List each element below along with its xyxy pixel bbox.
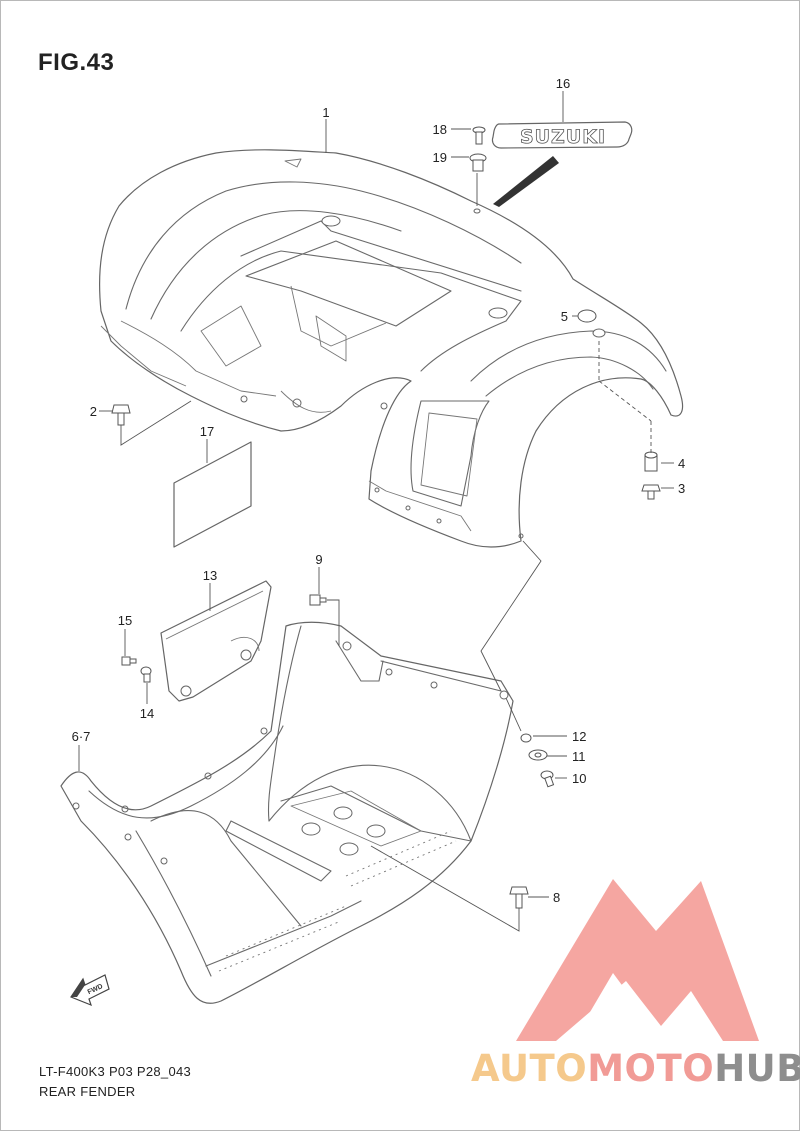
callout-8: 8 xyxy=(553,890,560,905)
callout-5: 5 xyxy=(561,309,568,324)
callout-10: 10 xyxy=(572,771,586,786)
callout-12: 12 xyxy=(572,729,586,744)
emblem-text: SUZUKI xyxy=(520,126,606,148)
figure-title: FIG.43 xyxy=(38,49,115,76)
callout-1: 1 xyxy=(322,105,329,120)
callout-14: 14 xyxy=(140,706,154,721)
rear-fender-body xyxy=(99,149,684,548)
leader-lines xyxy=(78,91,674,932)
callout-2: 2 xyxy=(90,404,97,419)
fwd-arrow-icon: FWD xyxy=(70,974,110,1007)
watermark-hub: HUB xyxy=(714,1047,800,1090)
watermark-text: AUTOMOTOHUB xyxy=(471,1047,800,1090)
callout-9: 9 xyxy=(315,552,322,567)
callout-11: 11 xyxy=(572,749,586,764)
callout-6-7: 6·7 xyxy=(72,729,91,744)
callout-16: 16 xyxy=(556,76,570,91)
callout-17: 17 xyxy=(200,424,214,439)
callout-4: 4 xyxy=(678,456,685,471)
callout-19: 19 xyxy=(433,150,447,165)
callout-labels: 1 2 3 4 5 6·7 8 9 10 11 12 13 14 15 16 1… xyxy=(72,76,686,905)
callout-15: 15 xyxy=(118,613,132,628)
suzuki-emblem: SUZUKI xyxy=(491,121,633,149)
callout-13: 13 xyxy=(203,568,217,583)
watermark-moto: MOTO xyxy=(587,1047,715,1090)
figure-name: REAR FENDER xyxy=(39,1084,136,1099)
lower-fender-footrest xyxy=(60,621,514,1004)
callout-3: 3 xyxy=(678,481,685,496)
plate-17 xyxy=(173,441,252,548)
figure-code: LT-F400K3 P03 P28_043 xyxy=(39,1064,192,1079)
watermark-auto: AUTO xyxy=(471,1047,588,1090)
watermark-logo xyxy=(516,879,759,1041)
bracket-plate xyxy=(160,580,272,702)
callout-18: 18 xyxy=(433,122,447,137)
